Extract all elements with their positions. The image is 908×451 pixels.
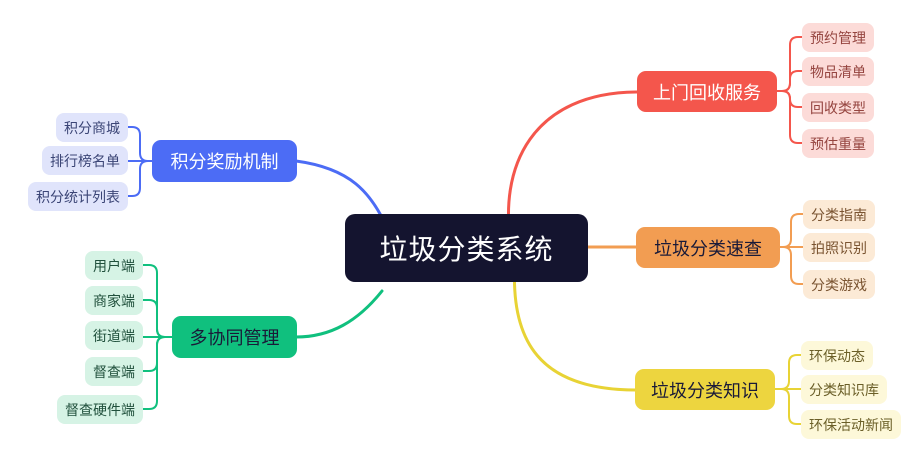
child-node[interactable]: 分类指南 <box>803 200 875 229</box>
connector-root-knowledge <box>512 248 638 392</box>
child-node[interactable]: 环保动态 <box>801 341 873 370</box>
child-node[interactable]: 用户端 <box>85 251 143 280</box>
child-node[interactable]: 拍照识别 <box>803 233 875 262</box>
branch-node-recycle-service[interactable]: 上门回收服务 <box>637 71 777 112</box>
branch-node-quick-search[interactable]: 垃圾分类速查 <box>636 227 780 268</box>
connector-quicksearch-child <box>779 213 804 248</box>
child-node[interactable]: 积分统计列表 <box>28 182 128 211</box>
connector-knowledge-child <box>774 354 802 390</box>
child-node[interactable]: 街道端 <box>85 321 143 350</box>
child-node[interactable]: 商家端 <box>85 286 143 315</box>
connector-collab-child <box>142 336 173 410</box>
connector-root-collab <box>294 289 384 339</box>
root-node[interactable]: 垃圾分类系统 <box>345 214 588 282</box>
child-node[interactable]: 积分商城 <box>56 113 128 142</box>
branch-node-knowledge[interactable]: 垃圾分类知识 <box>635 369 775 410</box>
child-node[interactable]: 督查硬件端 <box>57 395 143 424</box>
connector-quicksearch-child <box>779 246 804 285</box>
child-node[interactable]: 排行榜名单 <box>42 146 128 175</box>
child-node[interactable]: 预估重量 <box>802 129 874 158</box>
child-node[interactable]: 回收类型 <box>802 93 874 122</box>
branch-node-multi-collab[interactable]: 多协同管理 <box>172 316 297 358</box>
branch-node-points-reward[interactable]: 积分奖励机制 <box>152 140 297 182</box>
connector-collab-child <box>142 299 173 338</box>
child-node[interactable]: 物品清单 <box>802 57 874 86</box>
child-node[interactable]: 环保活动新闻 <box>801 410 901 439</box>
connector-recycle-child <box>775 90 803 144</box>
connector-points-child <box>127 160 153 197</box>
child-node[interactable]: 预约管理 <box>802 23 874 52</box>
connector-points-child <box>127 126 153 162</box>
child-node[interactable]: 督查端 <box>85 357 143 386</box>
connector-knowledge-child <box>774 388 802 425</box>
child-node[interactable]: 分类知识库 <box>801 375 887 404</box>
child-node[interactable]: 分类游戏 <box>803 270 875 299</box>
